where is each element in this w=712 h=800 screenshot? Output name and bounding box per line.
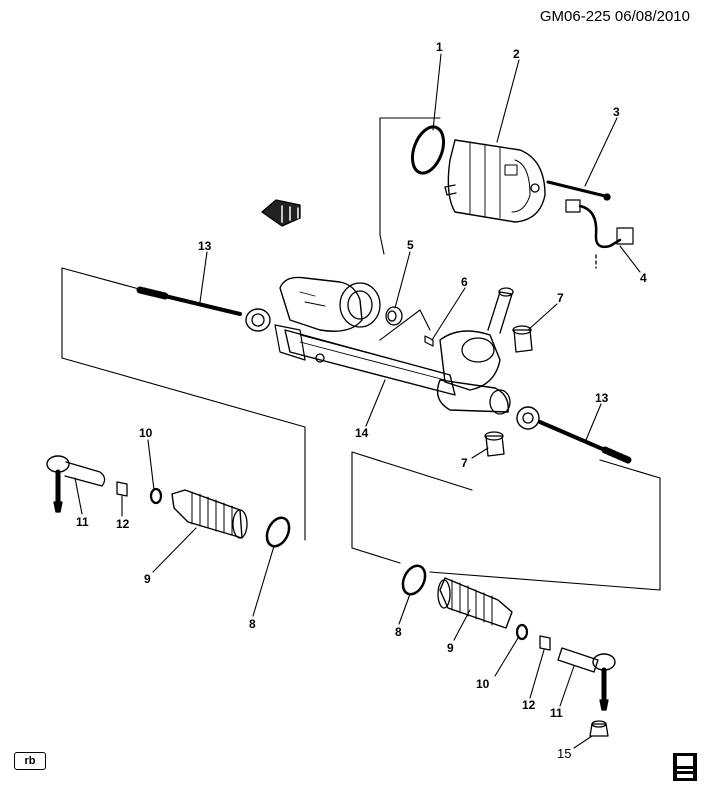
callout-11-left: 11	[76, 515, 89, 529]
callout-8-right: 8	[395, 625, 402, 639]
outer-tie-rod-end-left-part-11	[46, 455, 106, 513]
callout-3: 3	[613, 105, 620, 119]
upper-frame-lines	[379, 117, 441, 341]
o-ring-part-1	[410, 125, 446, 175]
leader-lines	[74, 53, 641, 749]
boot-right-part-9	[437, 577, 513, 629]
callout-9-right: 9	[447, 641, 454, 655]
callout-13-right: 13	[595, 391, 609, 405]
callout-1: 1	[436, 40, 443, 54]
boot-clamp-right-part-8	[401, 564, 427, 596]
insulator-lower-part-7	[484, 431, 505, 457]
callout-7-lower: 7	[461, 456, 468, 470]
bushing-part-5	[385, 306, 403, 326]
callout-10-right: 10	[476, 677, 490, 691]
motor-part-2	[444, 139, 546, 223]
callout-13-left: 13	[198, 239, 212, 253]
front-arrow-icon	[261, 199, 301, 227]
insulator-upper-part-7	[512, 325, 533, 353]
manual-book-icon	[673, 753, 697, 781]
callout-8-left: 8	[249, 617, 256, 631]
diagram-code: GM06-225 06/08/2010	[539, 8, 690, 25]
callout-15: 15	[557, 746, 572, 761]
jam-nut-left-part-12	[116, 481, 128, 497]
boot-left-part-9	[171, 489, 248, 539]
callout-14: 14	[355, 426, 369, 440]
clamp-left-part-10	[149, 487, 163, 505]
inner-tie-rod-left-part-13	[136, 286, 271, 332]
inner-tie-rod-right-part-13	[516, 406, 632, 464]
callout-12-left: 12	[116, 517, 130, 531]
callout-10-left: 10	[139, 426, 153, 440]
bolt-part-3	[546, 180, 611, 201]
steering-gear-housing-part-14	[274, 276, 514, 415]
rb-badge: rb	[14, 752, 46, 770]
wiring-harness-part-4	[565, 199, 634, 269]
callout-11-right: 11	[550, 706, 563, 720]
right-lower-frame	[351, 451, 661, 591]
callout-2: 2	[513, 47, 520, 61]
clip-part-6	[424, 335, 434, 347]
callout-6: 6	[461, 275, 468, 289]
callout-7-upper: 7	[557, 291, 564, 305]
jam-nut-right-part-12	[539, 635, 551, 651]
callout-12-right: 12	[522, 698, 536, 712]
nut-part-15	[589, 720, 609, 737]
callout-5: 5	[407, 238, 414, 252]
left-lower-frame	[61, 267, 306, 541]
callout-9-left: 9	[144, 572, 151, 586]
boot-clamp-left-part-8	[265, 516, 291, 548]
callout-4: 4	[640, 271, 647, 285]
outer-tie-rod-end-right-part-11	[557, 647, 616, 711]
clamp-right-part-10	[515, 623, 529, 641]
